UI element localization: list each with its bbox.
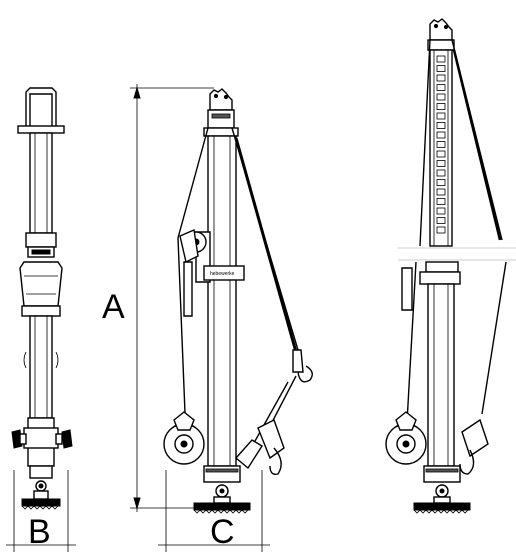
jack-front-view <box>11 87 73 510</box>
beam-hole <box>436 217 446 224</box>
dimension-a: A <box>102 84 214 512</box>
beam-hole <box>436 84 446 91</box>
brand-text: hebewerke <box>210 271 235 277</box>
beam-hole <box>436 141 446 148</box>
beam-hole <box>436 226 446 234</box>
beam-hole <box>436 112 446 120</box>
beam-hole <box>436 122 446 129</box>
beam-holes <box>436 55 446 234</box>
dimension-b: B <box>6 470 76 552</box>
dimension-c: C <box>158 470 270 552</box>
beam-hole <box>436 65 446 72</box>
beam-hole <box>436 74 446 82</box>
jack-extended-view <box>385 18 516 514</box>
beam-hole <box>436 169 446 177</box>
beam-hole <box>436 103 446 110</box>
beam-hole <box>436 131 446 139</box>
dimension-b-label: B <box>28 513 51 551</box>
beam-hole <box>436 179 446 186</box>
beam-hole <box>436 150 446 158</box>
dimension-a-label: A <box>102 288 125 326</box>
dimension-c-label: C <box>210 513 235 551</box>
beam-hole <box>436 93 446 101</box>
jack-side-view: hebewerke <box>163 88 313 514</box>
beam-hole <box>436 198 446 205</box>
beam-hole <box>436 160 446 167</box>
beam-hole <box>436 188 446 196</box>
beam-hole <box>436 55 446 63</box>
beam-hole <box>436 207 446 215</box>
